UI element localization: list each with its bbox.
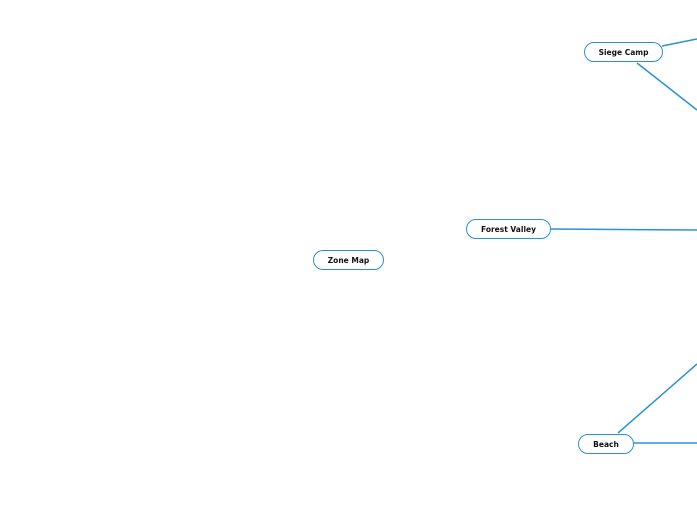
node-zone-map[interactable]: Zone Map: [313, 250, 384, 270]
node-siege-camp[interactable]: Siege Camp: [584, 42, 663, 62]
node-label: Siege Camp: [598, 47, 649, 57]
node-forest-valley[interactable]: Forest Valley: [466, 219, 551, 239]
node-label: Zone Map: [327, 255, 370, 265]
connector-siege-camp-upper: [661, 38, 697, 47]
connector-beach-upper: [617, 363, 697, 434]
node-label: Forest Valley: [481, 224, 536, 234]
connector-forest-valley: [550, 228, 697, 231]
connector-siege-camp-lower: [636, 62, 697, 111]
node-beach[interactable]: Beach: [578, 434, 634, 454]
node-label: Beach: [593, 439, 619, 449]
